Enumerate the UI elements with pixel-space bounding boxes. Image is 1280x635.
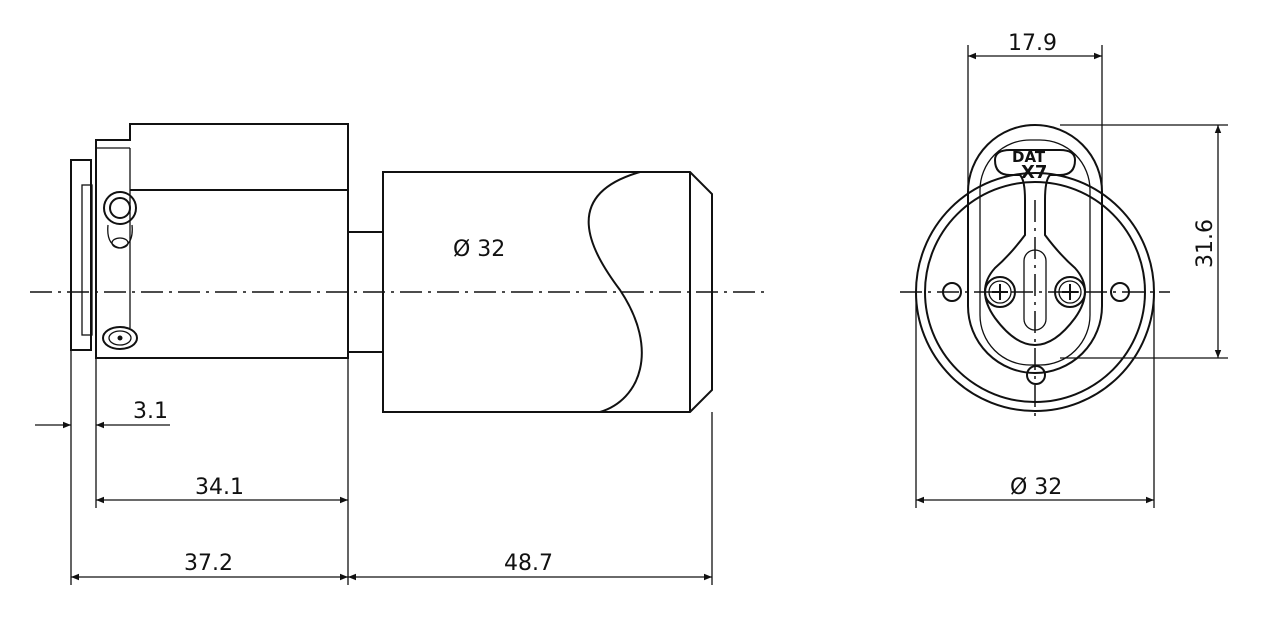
dimensions-side: 3.1 34.1 37.2 48.7: [35, 350, 713, 585]
logo-brand: DAT: [1012, 148, 1046, 166]
dim-knob: 48.7: [504, 551, 553, 576]
screw-icon: [1062, 284, 1078, 300]
screw-icon: [992, 284, 1008, 300]
knob: Ø 32: [382, 171, 713, 413]
dim-total-inner: 37.2: [184, 551, 233, 576]
logo-model: X7: [1021, 162, 1047, 183]
flange: [70, 123, 349, 359]
dim-body: 34.1: [195, 475, 244, 500]
side-view: Ø 32 3.1 34.1 37.2 48.7: [30, 123, 765, 585]
front-view: DAT X7 17.9 31.6 Ø 32: [900, 31, 1228, 508]
dim-width: 17.9: [1008, 31, 1057, 56]
dim-height: 31.6: [1193, 219, 1218, 268]
dimensions-front: 17.9 31.6 Ø 32: [915, 31, 1228, 508]
knob-diameter-label: Ø 32: [453, 237, 505, 262]
dim-diameter: Ø 32: [1010, 475, 1062, 500]
dim-flange: 3.1: [133, 399, 168, 424]
